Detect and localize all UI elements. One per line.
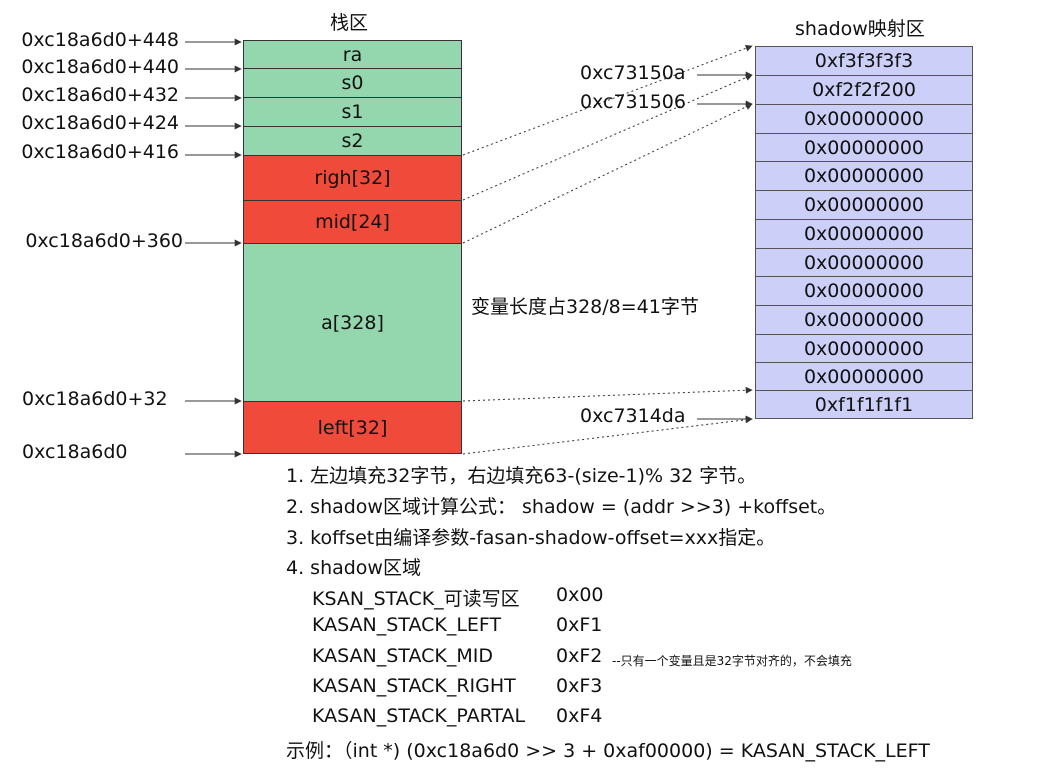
- region-value: 0xF3: [556, 675, 603, 697]
- region-name: KASAN_STACK_LEFT: [312, 614, 502, 636]
- stack-title: 栈区: [330, 12, 369, 34]
- region-value: 0xF1: [556, 614, 603, 636]
- region-name: KSAN_STACK_可读写区: [312, 588, 520, 610]
- region-comment: --只有一个变量且是32字节对齐的，不会填充: [612, 654, 852, 668]
- stack-cell-left: left[32]: [243, 401, 462, 454]
- region-name: KASAN_STACK_RIGHT: [312, 675, 516, 697]
- map-line-a: [462, 103, 753, 244]
- region-value: 0x00: [556, 584, 604, 606]
- note-3: 3. koffset由编译参数-fasan-shadow-offset=xxx指…: [286, 527, 776, 549]
- region-name: KASAN_STACK_PARTAL: [312, 705, 526, 727]
- shadow-cell: 0x00000000: [755, 104, 973, 134]
- region-name: KASAN_STACK_MID: [312, 645, 493, 667]
- map-line-righ: [462, 44, 753, 156]
- stack-cell-a: a[328]: [243, 243, 462, 402]
- stack-address-32: 0xc18a6d0+32: [22, 388, 168, 410]
- shadow-cell: 0x00000000: [755, 219, 973, 249]
- stack-address-360: 0xc18a6d0+360: [25, 230, 183, 252]
- shadow-title: shadow映射区: [795, 18, 925, 40]
- stack-address-base: 0xc18a6d0: [22, 441, 128, 463]
- shadow-address-label: 0xc73150a: [580, 62, 686, 84]
- shadow-cell: 0x00000000: [755, 276, 973, 306]
- map-line-left-top: [462, 386, 753, 402]
- stack-cell-s1: s1: [243, 97, 462, 127]
- shadow-address-label: 0xc7314da: [580, 405, 686, 427]
- shadow-cell: 0x00000000: [755, 161, 973, 191]
- map-line-left-bottom: [462, 416, 753, 455]
- note-2: 2. shadow区域计算公式： shadow = (addr >>3) +ko…: [286, 496, 837, 518]
- stack-address-432: 0xc18a6d0+432: [21, 84, 179, 106]
- stack-cell-ra: ra: [243, 40, 462, 69]
- stack-cell-righ: righ[32]: [243, 155, 462, 201]
- stack-address-440: 0xc18a6d0+440: [21, 56, 179, 78]
- shadow-cell: 0xf1f1f1f1: [755, 390, 973, 419]
- shadow-cell: 0x00000000: [755, 133, 973, 162]
- shadow-cell: 0x00000000: [755, 248, 973, 277]
- note-4: 4. shadow区域: [286, 557, 421, 579]
- stack-address-416: 0xc18a6d0+416: [21, 141, 179, 163]
- shadow-cell: 0x00000000: [755, 362, 973, 391]
- shadow-address-label: 0xc731506: [580, 91, 686, 113]
- region-value: 0xF2: [556, 645, 603, 667]
- example-line: 示例：（int *) (0xc18a6d0 >> 3 + 0xaf00000) …: [286, 740, 930, 762]
- shadow-cell: 0x00000000: [755, 334, 973, 363]
- region-value: 0xF4: [556, 705, 603, 727]
- stack-cell-s0: s0: [243, 68, 462, 98]
- stack-address-448: 0xc18a6d0+448: [21, 29, 179, 51]
- stack-address-424: 0xc18a6d0+424: [21, 112, 179, 134]
- shadow-cell: 0xf2f2f200: [755, 75, 973, 105]
- shadow-cell: 0x00000000: [755, 190, 973, 220]
- stack-cell-mid: mid[24]: [243, 200, 462, 244]
- stack-cell-s2: s2: [243, 126, 462, 156]
- shadow-cell: 0xf3f3f3f3: [755, 46, 973, 76]
- note-1: 1. 左边填充32字节，右边填充63-(size-1)% 32 字节。: [286, 465, 757, 487]
- variable-length-note: 变量长度占328/8=41字节: [471, 296, 699, 318]
- shadow-cell: 0x00000000: [755, 305, 973, 335]
